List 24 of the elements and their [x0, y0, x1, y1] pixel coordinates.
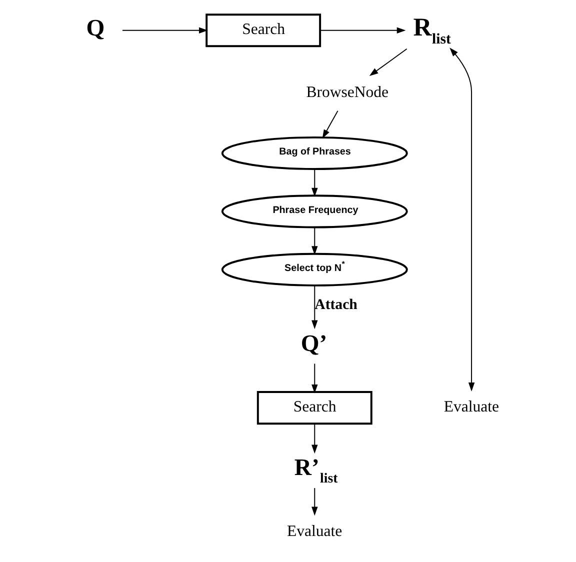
arrow	[320, 27, 406, 34]
node-text: R’$_{list}$	[294, 455, 338, 486]
node-text: R$_{list}$	[413, 12, 451, 48]
node-text: Q’	[300, 330, 328, 357]
arrow	[312, 168, 318, 197]
node-box: Search	[206, 14, 322, 48]
arrow	[122, 27, 208, 34]
node-ellipse: Bag of Phrases	[221, 136, 408, 170]
node-box: Search	[256, 391, 372, 425]
node-ellipse: Select top N$^{*}$	[221, 252, 408, 286]
edge-label: Attach	[314, 297, 358, 314]
node-text: BrowseNode	[306, 84, 389, 101]
arrow	[322, 110, 338, 139]
node-text: Q	[86, 16, 105, 42]
arrow	[312, 227, 318, 256]
arrow	[312, 423, 318, 454]
node-text: Evaluate	[444, 398, 500, 416]
node-text: Evaluate	[287, 522, 342, 540]
arrow	[312, 285, 318, 330]
arrow	[312, 488, 318, 516]
arrow	[369, 48, 408, 76]
arrow	[450, 48, 475, 392]
node-ellipse: Phrase Frequency	[221, 194, 408, 228]
arrow	[312, 363, 318, 394]
